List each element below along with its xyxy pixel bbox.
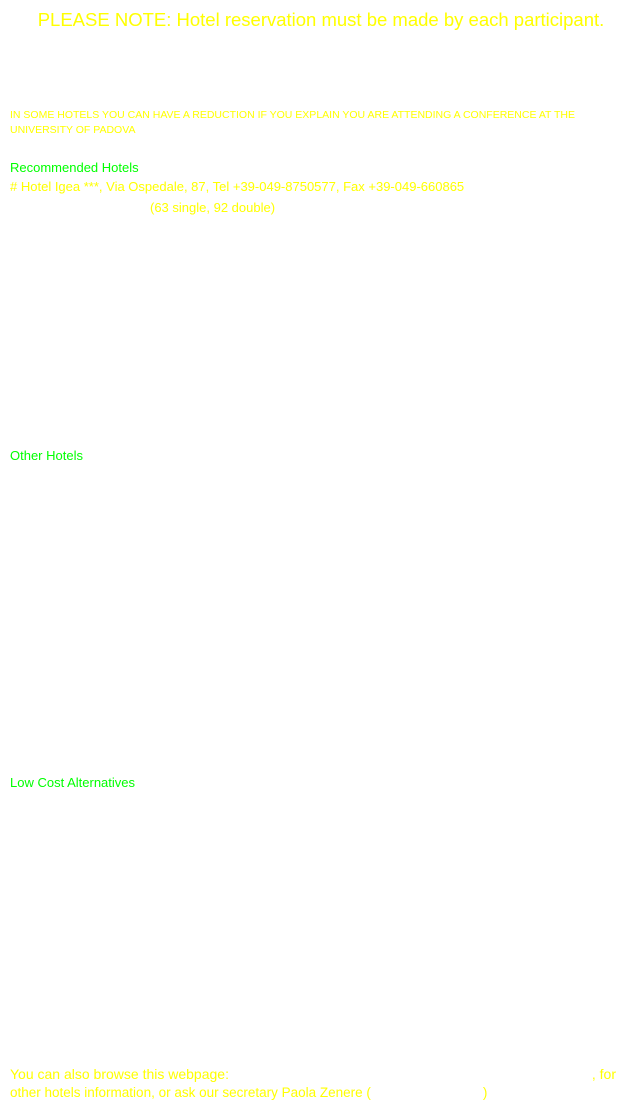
list-bullet: # <box>10 179 18 194</box>
low-cost-alternatives-heading: Low Cost Alternatives <box>10 775 136 790</box>
hotel-igea-details: Hotel Igea ***, Via Ospedale, 87, Tel +3… <box>20 179 465 194</box>
browse-suffix: , for <box>591 1066 616 1082</box>
reservation-notice: PLEASE NOTE: Hotel reservation must be m… <box>37 9 605 30</box>
secretary-line: other hotels information, or ask our sec… <box>10 1085 487 1100</box>
hotel-igea-entry: # Hotel Igea ***, Via Ospedale, 87, Tel … <box>10 179 464 194</box>
secretary-close: ) <box>482 1085 488 1100</box>
browse-webpage-line: You can also browse this webpage: , for <box>10 1066 632 1082</box>
browse-prefix: You can also browse this webpage: <box>10 1066 229 1082</box>
reduction-note: IN SOME HOTELS YOU CAN HAVE A REDUCTION … <box>10 109 575 136</box>
hotel-igea-rooms: (63 single, 92 double) <box>150 200 276 215</box>
secretary-text: other hotels information, or ask our sec… <box>10 1085 371 1100</box>
other-hotels-heading: Other Hotels <box>10 448 83 463</box>
recommended-hotels-heading: Recommended Hotels <box>10 160 139 175</box>
